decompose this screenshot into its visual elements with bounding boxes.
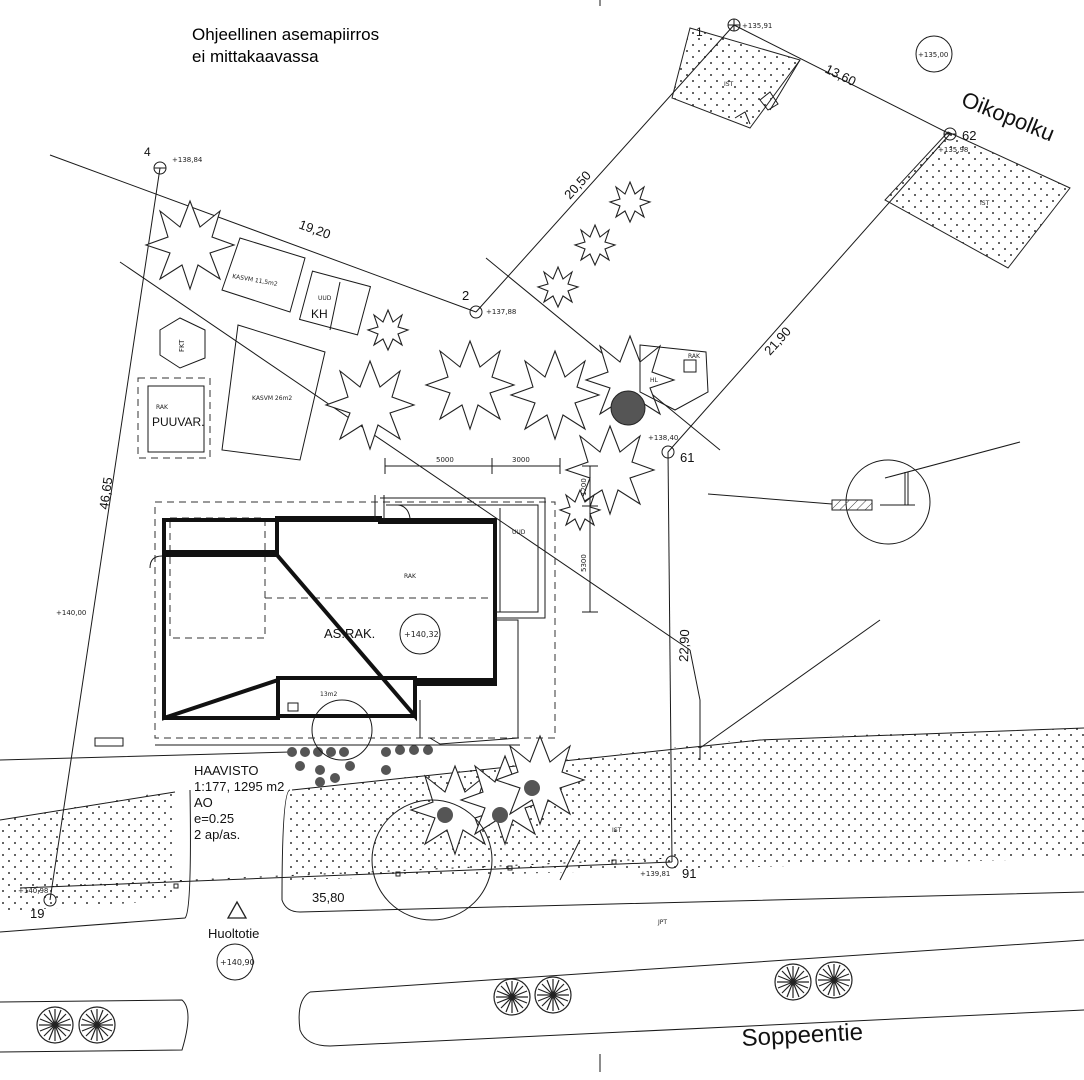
label-uud-2: UUD bbox=[512, 529, 526, 536]
point-2: 2 bbox=[462, 288, 469, 303]
elev-huoltotie: +140,90 bbox=[220, 958, 255, 967]
elev-p4: +138,84 bbox=[172, 156, 203, 164]
dim-3000: 3000 bbox=[512, 456, 530, 464]
yard-buildings bbox=[137, 237, 709, 461]
label-ist-3: IST bbox=[612, 827, 622, 834]
label-rak-shed: RAK bbox=[156, 404, 169, 411]
dim-46-65: 46,65 bbox=[96, 476, 115, 510]
elev-circle-top: +135,00 bbox=[918, 51, 948, 59]
label-kh: KH bbox=[311, 307, 328, 321]
label-puuvar: PUUVAR. bbox=[152, 415, 204, 429]
elev-p2: +137,88 bbox=[486, 308, 516, 316]
point-62: 62 bbox=[962, 128, 976, 143]
survey-points bbox=[43, 18, 957, 907]
elev-p91: +139,81 bbox=[640, 870, 670, 878]
plot-efficiency: e=0.25 bbox=[194, 811, 234, 826]
elev-p62: +135,98 bbox=[938, 146, 968, 154]
street-huoltotie: Huoltotie bbox=[208, 926, 259, 941]
plan-note: Ohjeellinen asemapiirros ei mittakaavass… bbox=[192, 24, 379, 68]
dim-19-20: 19,20 bbox=[297, 217, 333, 242]
label-rak-small: RAK bbox=[688, 353, 701, 360]
elev-west: +140,00 bbox=[56, 609, 86, 617]
label-room-13: 13m2 bbox=[320, 691, 337, 698]
street-trees bbox=[36, 961, 853, 1044]
label-jpt: JPT bbox=[657, 919, 667, 926]
street-labels: Oikopolku Soppeentie Huoltotie bbox=[208, 86, 1058, 1052]
dim-22-90: 22,90 bbox=[676, 629, 692, 662]
label-uud-1: UUD bbox=[318, 295, 332, 302]
plot-name: HAAVISTO bbox=[194, 763, 259, 778]
point-19: 19 bbox=[30, 906, 44, 921]
label-ist-1: IST bbox=[724, 81, 734, 88]
dim-1200: 1200 bbox=[580, 478, 588, 496]
fence-detail bbox=[707, 441, 1021, 511]
dim-20-50: 20,50 bbox=[561, 168, 594, 202]
label-as-rak: AS.RAK. bbox=[324, 626, 375, 641]
corner-marks bbox=[734, 59, 801, 125]
trees bbox=[145, 181, 675, 855]
note-line-1: Ohjeellinen asemapiirros bbox=[192, 25, 380, 44]
point-91: 91 bbox=[682, 866, 696, 881]
plot-parking: 2 ap/as. bbox=[194, 827, 240, 842]
label-kasvm-2: KASVM 26m2 bbox=[252, 395, 292, 402]
label-kasvm-1: KASVM 11,5m2 bbox=[232, 273, 279, 288]
elev-p19: +140,98 bbox=[18, 887, 48, 895]
label-fkt: FKT bbox=[178, 339, 186, 352]
elevation-labels: +135,91 +135,98 +135,00 +138,84 +137,88 … bbox=[18, 22, 968, 967]
plot-boundary bbox=[19, 24, 951, 901]
plot-zone: AO bbox=[194, 795, 213, 810]
main-building bbox=[94, 495, 556, 747]
dim-5000: 5000 bbox=[436, 456, 454, 464]
label-hl: HL bbox=[650, 377, 659, 384]
survey-point-labels: 1 2 4 19 61 62 91 bbox=[30, 25, 976, 921]
dim-5300: 5300 bbox=[580, 554, 588, 572]
elev-p61: +138,40 bbox=[648, 434, 678, 442]
point-4: 4 bbox=[144, 145, 151, 159]
elev-building: +140,32 bbox=[404, 630, 439, 639]
dim-13-60: 13,60 bbox=[823, 61, 859, 89]
planting-areas bbox=[0, 27, 1084, 912]
hedge bbox=[287, 745, 433, 787]
label-ist-2: IST bbox=[980, 200, 990, 207]
street-fence bbox=[19, 839, 673, 919]
dim-35-80: 35,80 bbox=[312, 890, 345, 905]
plot-info-block: HAAVISTO 1:177, 1295 m2 AO e=0.25 2 ap/a… bbox=[194, 763, 284, 842]
label-rak-main: RAK bbox=[404, 573, 417, 580]
point-1: 1 bbox=[696, 25, 703, 39]
plot-scale-area: 1:177, 1295 m2 bbox=[194, 779, 284, 794]
building-dimensions bbox=[384, 458, 598, 613]
note-line-2: ei mittakaavassa bbox=[192, 47, 319, 66]
point-61: 61 bbox=[680, 450, 694, 465]
elev-p1: +135,91 bbox=[742, 22, 772, 30]
street-soppeentie: Soppeentie bbox=[741, 1019, 864, 1052]
